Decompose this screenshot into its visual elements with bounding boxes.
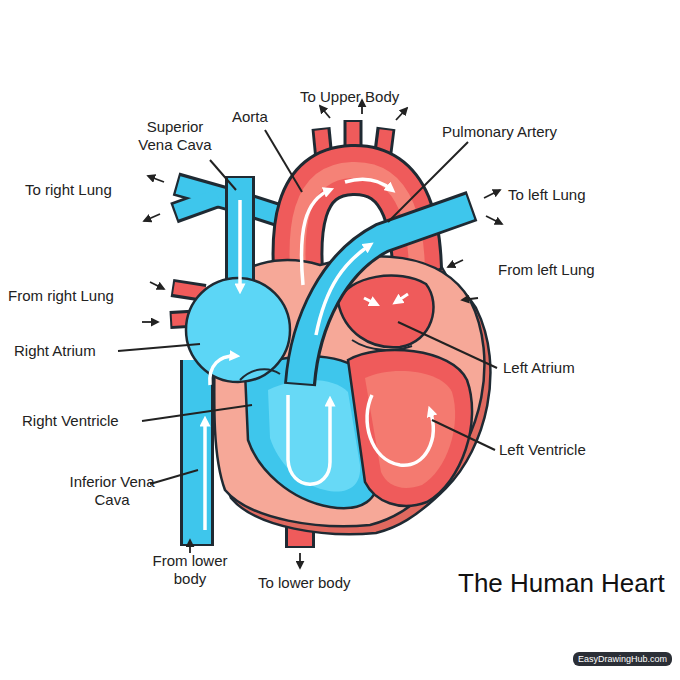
direction-arrow xyxy=(462,298,478,300)
leader-line xyxy=(265,130,302,192)
flow-arrow xyxy=(288,395,330,484)
part-label: Superior Vena Cava xyxy=(129,118,221,154)
direction-arrow xyxy=(320,106,330,118)
flow-arrow xyxy=(316,245,370,335)
flow-arrow xyxy=(203,420,207,530)
leader-line xyxy=(142,405,252,421)
direction-arrow xyxy=(484,190,500,198)
part-label: Inferior Vena Cava xyxy=(66,473,158,509)
flow-arrow xyxy=(210,356,236,385)
flow-label: To right Lung xyxy=(25,181,112,199)
flow-label: To lower body xyxy=(258,574,351,592)
part-label: Right Atrium xyxy=(14,342,96,360)
part-label: Right Ventricle xyxy=(22,412,119,430)
diagram-title: The Human Heart xyxy=(458,568,665,598)
leader-line xyxy=(432,420,495,450)
pulmonary-vein xyxy=(174,288,205,293)
leader-line xyxy=(150,470,198,484)
pulmonary-vein-outline xyxy=(172,288,205,293)
direction-arrow xyxy=(150,282,164,289)
direction-arrow xyxy=(144,214,160,221)
part-label: Left Atrium xyxy=(503,359,575,377)
left-ventricle-inner xyxy=(365,371,455,488)
part-label: Left Ventricle xyxy=(499,441,586,459)
left-atrium xyxy=(338,276,434,348)
pulmonary-artery-outline xyxy=(300,206,472,385)
flow-label: From right Lung xyxy=(8,287,114,305)
part-label: Aorta xyxy=(232,108,268,126)
right-atrium xyxy=(186,278,290,382)
direction-arrow xyxy=(189,540,191,553)
flow-arrow xyxy=(345,179,392,190)
direction-arrow xyxy=(448,260,463,267)
flow-label: To left Lung xyxy=(508,186,586,204)
flow-label: From left Lung xyxy=(498,261,595,279)
watermark: EasyDrawingHub.com xyxy=(573,652,672,666)
flow-arrow xyxy=(364,298,376,304)
part-label: Pulmonary Artery xyxy=(442,123,557,141)
superior-vena-cava-outline xyxy=(225,176,255,295)
direction-arrow xyxy=(148,176,164,182)
flow-arrow xyxy=(367,395,433,465)
inferior-vena-cava-outline xyxy=(180,360,214,546)
direction-arrow xyxy=(142,321,158,323)
left-ventricle xyxy=(348,350,472,506)
pulmonary-artery xyxy=(300,207,470,383)
tricuspid-valve xyxy=(240,369,280,380)
flow-arrow xyxy=(238,200,242,290)
flow-arrow xyxy=(301,190,330,285)
inferior-vena-cava xyxy=(183,360,211,544)
leader-line xyxy=(118,344,200,351)
leader-line xyxy=(388,142,468,222)
flow-arrow xyxy=(396,294,408,302)
pulmonary-branch xyxy=(176,197,218,212)
flow-label: To Upper Body xyxy=(300,88,399,106)
flow-label: From lower body xyxy=(142,552,238,588)
pulmonary-branch-outline xyxy=(174,197,218,213)
direction-arrow xyxy=(299,553,301,568)
direction-arrow xyxy=(396,108,407,120)
direction-arrow xyxy=(486,216,502,224)
leader-line xyxy=(210,160,236,190)
leader-line xyxy=(398,322,497,368)
right-ventricle-inner xyxy=(268,380,360,491)
mitral-valve xyxy=(352,340,412,350)
